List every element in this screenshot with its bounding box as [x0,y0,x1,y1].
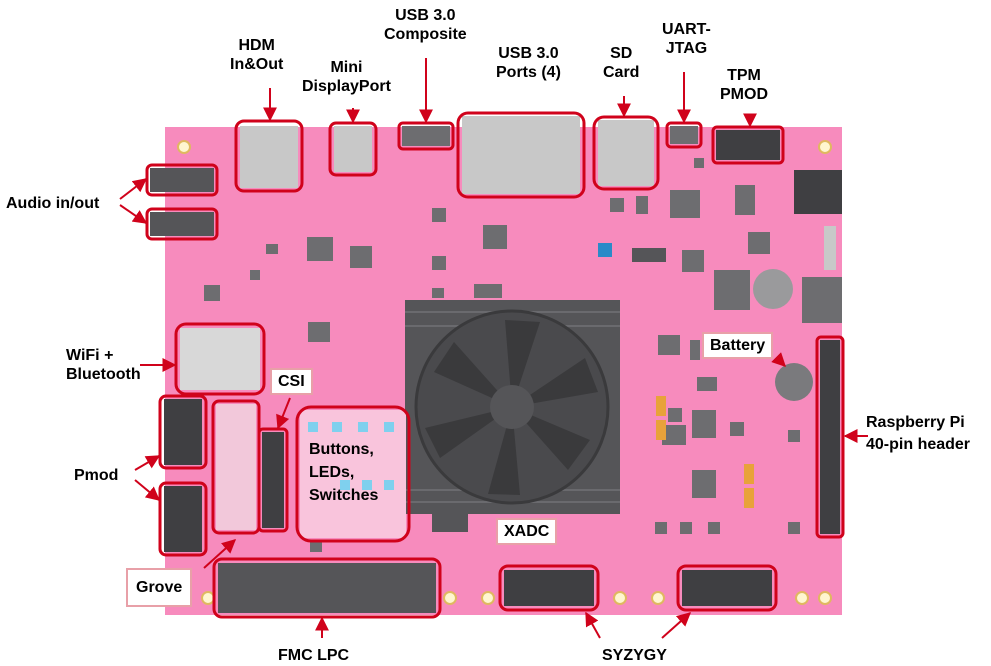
capacitors [656,396,754,508]
label-usb-ports: USB 3.0 Ports (4) [496,45,561,81]
label-grove: Grove [126,568,193,607]
raspberry-pi-header [820,340,840,534]
label-wifi-bluetooth: WiFi + Bluetooth [66,347,141,383]
audio-jack-2 [150,212,214,236]
pmod-header-2 [164,486,202,552]
label-raspberry-pi: Raspberry Pi 40-pin header [866,414,971,453]
usb-ports-connector [462,116,580,194]
wifi-module [180,328,260,390]
label-xadc: XADC [496,518,558,545]
label-syzygy: SYZYGY [602,647,667,664]
label-pmod: Pmod [74,467,119,484]
label-battery: Battery [702,332,774,359]
fmc-lpc-connector [218,563,436,613]
label-mini-displayport: Mini DisplayPort [302,59,391,95]
fan-blades [425,320,598,495]
syzygy-connector-2 [682,570,772,606]
tpm-pmod-header [716,130,780,160]
pmod-header-1 [164,399,202,465]
leader-arrows [119,58,868,639]
label-uart-jtag: UART- JTAG [662,21,711,57]
label-tpm-pmod: TPM PMOD [720,67,768,103]
csi-connector [262,432,284,528]
sd-card-slot [598,120,654,186]
label-usb-composite: USB 3.0 Composite [384,7,467,43]
syzygy-connector-1 [504,570,594,606]
usb-composite-connector [402,126,450,146]
mini-dp-connector [334,126,372,172]
label-fmc-lpc: FMC LPC [278,647,350,664]
small-components [204,158,842,552]
grove-connectors [216,404,256,530]
battery-cell [775,363,813,401]
label-hdmi: HDM In&Out [230,37,284,73]
uart-jtag-connector [670,126,698,144]
led-dots [308,422,394,490]
hdmi-connectors [240,126,298,188]
label-buttons-leds-switches: Buttons, LEDs, Switches [309,441,379,504]
label-audio: Audio in/out [6,195,100,212]
label-sd-card: SD Card [603,45,640,81]
audio-jack-1 [150,168,214,192]
label-csi: CSI [270,368,313,395]
